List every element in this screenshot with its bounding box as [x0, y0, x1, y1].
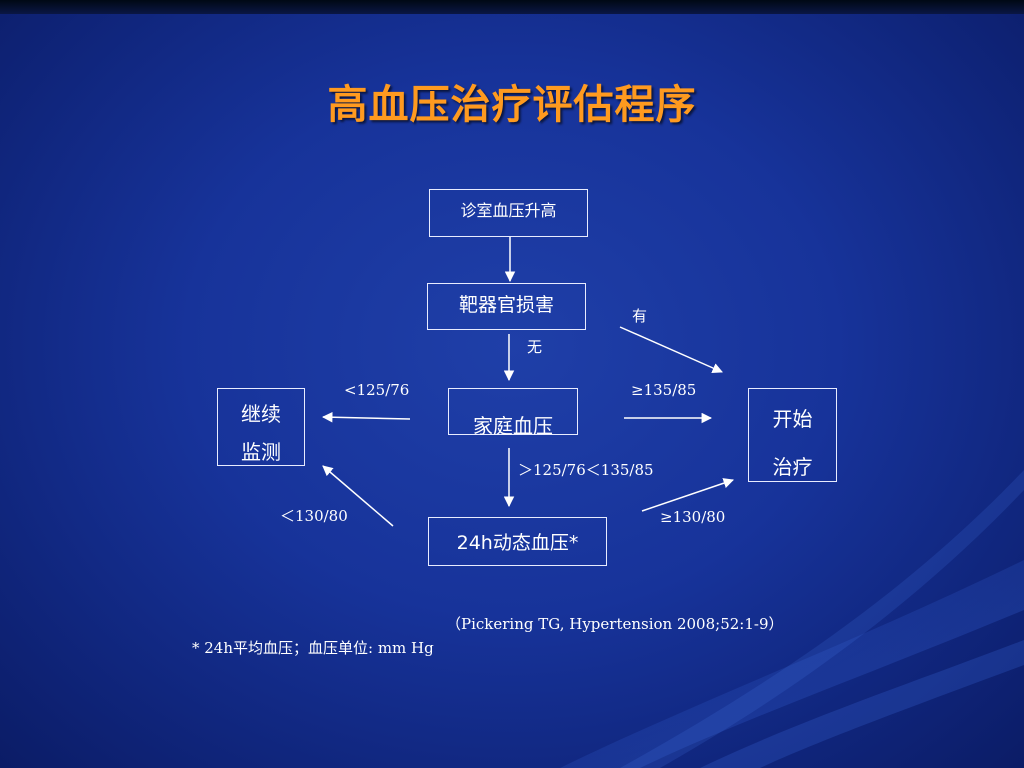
- start-line-1: 开始: [772, 407, 813, 431]
- target-organ-label: 靶器官损害: [458, 294, 554, 316]
- ambulatory-bp-label: 24h动态血压*: [456, 532, 579, 554]
- edge-label-yes: 有: [632, 307, 648, 325]
- edge-label-amb-high: ≥130/80: [660, 508, 726, 526]
- top-dark-band: [0, 0, 1024, 14]
- footnote: * 24h平均血压；血压单位: mm Hg: [192, 639, 434, 657]
- office-bp-label: 诊室血压升高: [460, 201, 557, 220]
- arrow-ambulatory-to-start: [641, 478, 734, 512]
- arrow-target-to-start: [619, 326, 723, 373]
- continue-line-2: 监测: [241, 440, 281, 464]
- edge-label-home-high: ≥135/85: [631, 381, 697, 399]
- edge-label-home-mid: ＞125/76＜135/85: [518, 461, 654, 479]
- office-bp-box: 诊室血压升高: [429, 189, 588, 237]
- edge-label-no: 无: [527, 338, 543, 356]
- start-treatment-box: 开始 治疗: [748, 388, 837, 482]
- slide-title: 高血压治疗评估程序: [327, 82, 697, 128]
- edge-label-amb-low: ＜130/80: [280, 507, 348, 525]
- continue-line-1: 继续: [241, 402, 281, 426]
- continue-monitoring-box: 继续 监测: [217, 388, 305, 466]
- arrow-ambulatory-to-continue: [322, 465, 394, 527]
- start-line-2: 治疗: [772, 455, 813, 479]
- citation: （Pickering TG, Hypertension 2008;52:1-9）: [446, 615, 784, 633]
- home-bp-box: 家庭血压: [448, 388, 578, 438]
- edge-label-home-low: <125/76: [344, 381, 410, 399]
- target-organ-box: 靶器官损害: [427, 283, 586, 330]
- ambulatory-bp-box: 24h动态血压*: [428, 517, 607, 566]
- arrow-home-to-continue: [321, 411, 411, 423]
- home-bp-label: 家庭血压: [473, 414, 553, 438]
